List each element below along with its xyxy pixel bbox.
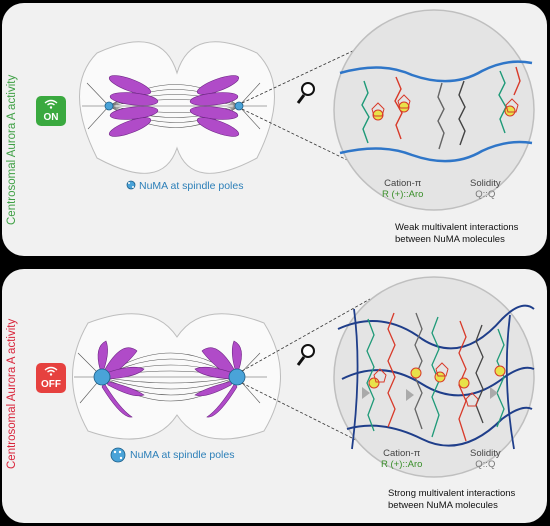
dividing-cell [79, 41, 275, 174]
solidity-name: Solidity [470, 178, 501, 189]
numa-right-pole [234, 101, 244, 111]
top-illustration [79, 9, 535, 211]
wifi-signal-icon [44, 99, 58, 109]
numa-left-pole [93, 368, 111, 386]
interaction-note: Strong multivalent interactions between … [388, 488, 538, 512]
note-line-1: Strong multivalent interactions [388, 488, 516, 499]
switch-label: ON [43, 112, 59, 123]
solidity-detail: Q::Q [475, 459, 496, 470]
cation-pi-label: Cation-π R (+)::Aro [382, 178, 423, 200]
solidity-detail: Q::Q [475, 189, 496, 200]
magnifying-glass-icon [296, 344, 315, 366]
strong-interaction-network [337, 304, 535, 450]
right-chromosomes [194, 340, 242, 418]
cation-pi-name: Cation-π [384, 178, 422, 189]
dividing-cell [72, 313, 281, 440]
numa-cluster-icon [126, 180, 136, 190]
solidity-name: Solidity [470, 448, 501, 459]
left-chromosomes [97, 340, 145, 418]
off-switch-badge: OFF [36, 363, 66, 393]
numa-legend-label: NuMA at spindle poles [139, 180, 244, 192]
cation-pi-name: Cation-π [383, 448, 421, 459]
numa-left-pole [104, 101, 114, 111]
switch-label: OFF [41, 379, 61, 390]
right-chromosomes [189, 75, 240, 137]
weak-interaction-network [339, 60, 533, 163]
left-chromosomes [108, 75, 159, 137]
note-line-1: Weak multivalent interactions [395, 222, 519, 233]
solidity-label: Solidity Q::Q [470, 178, 501, 200]
wifi-signal-icon [44, 366, 58, 376]
bottom-illustration [72, 276, 535, 478]
note-line-2: between NuMA molecules [388, 500, 498, 511]
note-line-2: between NuMA molecules [395, 234, 505, 245]
numa-cluster-icon [110, 447, 126, 463]
cation-pi-detail: R (+)::Aro [381, 459, 423, 470]
numa-legend-label: NuMA at spindle poles [130, 449, 235, 461]
cation-pi-label: Cation-π R (+)::Aro [381, 448, 422, 470]
solidity-label: Solidity Q::Q [470, 448, 501, 470]
numa-right-pole [228, 368, 246, 386]
magnifying-glass-icon [296, 82, 315, 104]
cation-pi-detail: R (+)::Aro [382, 189, 424, 200]
bottom-panel: Centrosomal Aurora A activity OFF [2, 269, 547, 523]
zoom-guide-lines [241, 298, 375, 450]
top-panel: Centrosomal Aurora A activity ON [2, 3, 547, 256]
zoom-circle [333, 9, 535, 211]
interaction-note: Weak multivalent interactions between Nu… [395, 222, 545, 246]
on-switch-badge: ON [36, 96, 66, 126]
